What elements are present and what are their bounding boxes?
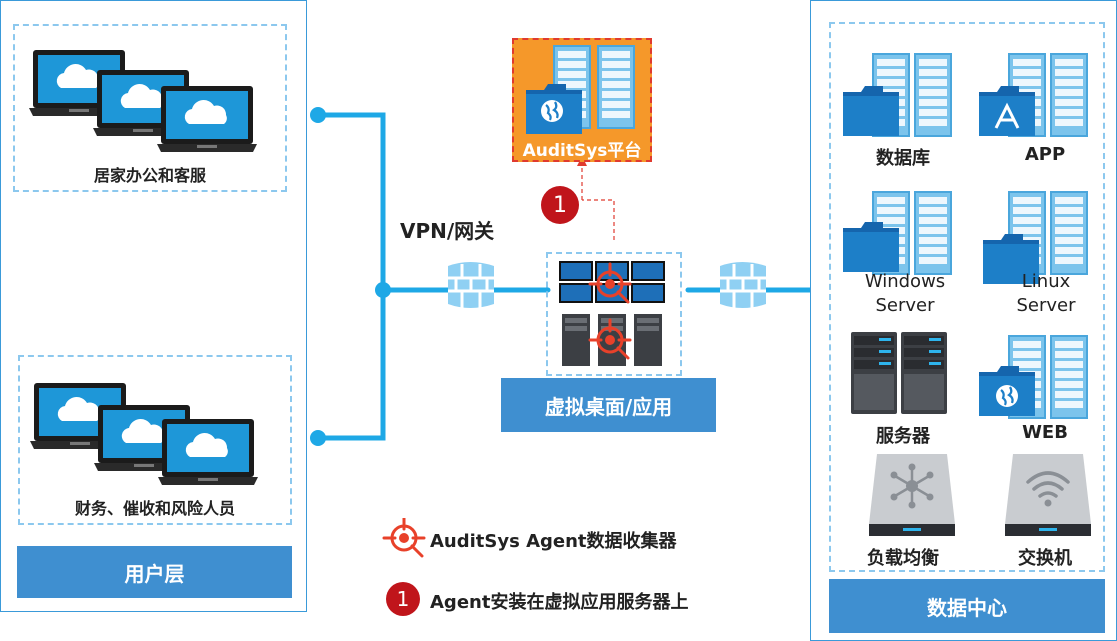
dc-label-windows-server: Windows Server (864, 271, 946, 316)
dc-label-web: WEB (1022, 422, 1068, 443)
dc-label-linux-server: Linux Server (1016, 271, 1076, 316)
user-layer-title: 用户层 (17, 546, 292, 598)
auditsys-platform: AuditSys平台 (512, 38, 652, 162)
step-legend-badge: 1 (386, 582, 420, 616)
user-group-finance: 财务、催收和风险人员 (18, 355, 292, 525)
dc-label-load-balancer: 负载均衡 (867, 548, 939, 569)
user-group-home: 居家办公和客服 (13, 24, 287, 192)
datacenter-icons (843, 53, 1091, 536)
agent-legend-icon (382, 518, 426, 558)
agent-to-platform-link (582, 199, 615, 240)
dc-label-switch: 交换机 (1018, 548, 1072, 569)
user-layer-panel: 居家办公和客服 财务、催收和风险人员 用户层 (0, 0, 307, 612)
firewall-icon-left (446, 260, 496, 310)
dc-label-database: 数据库 (876, 148, 930, 169)
laptops-icon (30, 383, 258, 485)
app-store-folder-icon (979, 53, 1088, 137)
step-legend-number: 1 (396, 587, 410, 611)
dc-label-app: APP (1024, 144, 1066, 165)
server-rack-icon (851, 332, 947, 414)
agent-legend-label: AuditSys Agent数据收集器 (430, 531, 677, 552)
datacenter-panel: 数据库 APP Windows Server Linux Server 服务器 … (810, 0, 1117, 641)
step-legend-label: Agent安装在虚拟应用服务器上 (430, 592, 689, 613)
step-badge-number: 1 (553, 192, 567, 218)
dc-label-server: 服务器 (876, 426, 930, 447)
node-dot (310, 107, 326, 123)
datacenter-title: 数据中心 (829, 579, 1105, 633)
gateway-label: VPN/网关 (400, 219, 495, 243)
virtual-desktops-servers-icon (559, 261, 665, 366)
load-balancer-icon (869, 454, 955, 536)
node-dot (310, 430, 326, 446)
web-globe-folder-icon (979, 335, 1088, 419)
virtual-desktop-group (546, 252, 682, 376)
group-finance-label: 财务、催收和风险人员 (74, 499, 235, 518)
firewall-icon-right (718, 260, 768, 310)
node-dot (375, 282, 391, 298)
switch-wifi-icon (1005, 454, 1091, 536)
group-home-label: 居家办公和客服 (93, 166, 206, 185)
platform-server-icon (526, 45, 635, 134)
database-folder-icon (843, 53, 952, 137)
line-top-user (315, 112, 386, 441)
virtual-desktop-label: 虚拟桌面/应用 (501, 378, 716, 432)
step-badge: 1 (541, 186, 579, 224)
windows-server-icon (843, 191, 952, 275)
datacenter-group: 数据库 APP Windows Server Linux Server 服务器 … (829, 22, 1105, 572)
platform-label: AuditSys平台 (522, 141, 642, 161)
